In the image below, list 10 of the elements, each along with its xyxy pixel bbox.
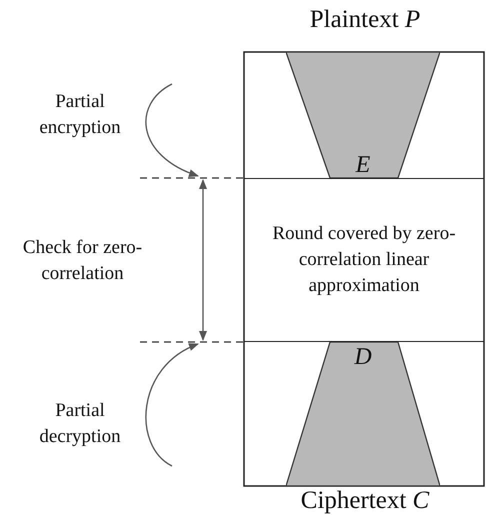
title-label: Ciphertext C <box>300 487 430 515</box>
trapezoid-block <box>286 342 440 486</box>
side-label: Check for zero-correlation <box>22 236 144 286</box>
band-text: Round covered by zero-correlation linear approximation <box>271 222 457 298</box>
title-label: Plaintext P <box>308 6 422 34</box>
side-label: Partial decryption <box>38 399 122 449</box>
trapezoid-block <box>286 52 440 178</box>
side-label: Partial encryption <box>38 90 122 140</box>
block-label: E <box>356 152 370 178</box>
block-label: D <box>354 344 372 370</box>
